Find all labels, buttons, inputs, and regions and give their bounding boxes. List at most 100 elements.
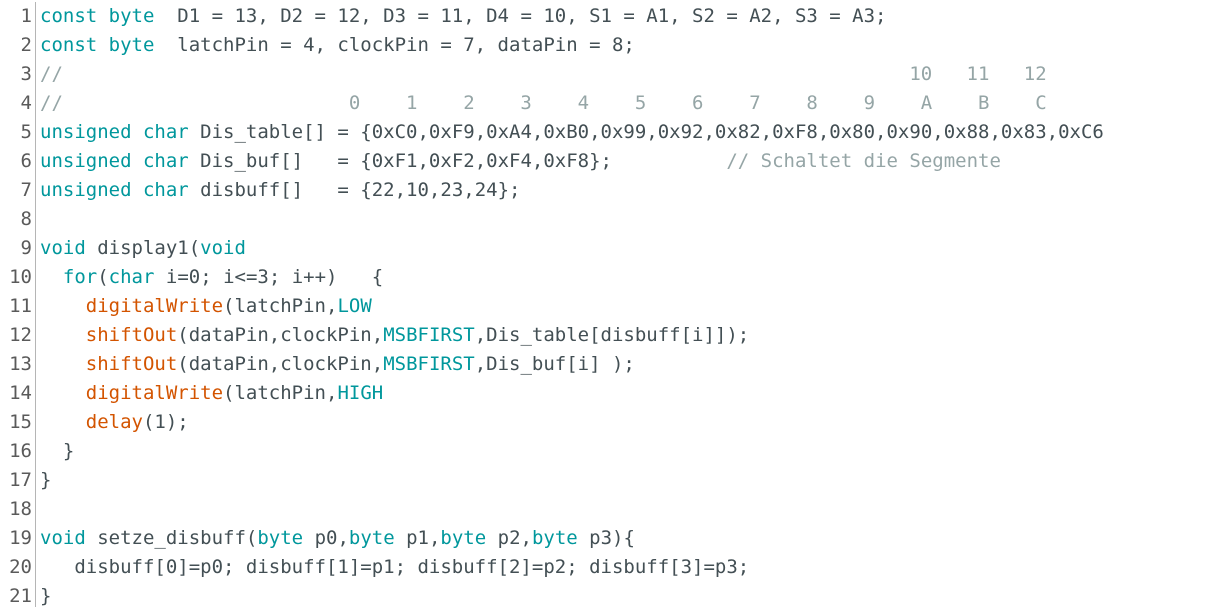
code-line[interactable]: 11 digitalWrite(latchPin,LOW: [0, 292, 1213, 321]
code-line[interactable]: 14 digitalWrite(latchPin,HIGH: [0, 379, 1213, 408]
code-line[interactable]: 8: [0, 205, 1213, 234]
code-token: for: [62, 266, 98, 288]
line-number: 1: [20, 5, 32, 27]
code-text[interactable]: [40, 495, 1213, 524]
code-text[interactable]: disbuff[0]=p0; disbuff[1]=p1; disbuff[2]…: [40, 553, 1213, 582]
code-text[interactable]: for(char i=0; i<=3; i++) {: [40, 263, 1213, 292]
code-text[interactable]: unsigned char disbuff[] = {22,10,23,24};: [40, 176, 1213, 205]
code-token: Dis_buf[] = {0xF1,0xF2,0xF4,0xF8};: [188, 150, 727, 172]
code-line[interactable]: 15 delay(1);: [0, 408, 1213, 437]
code-token: unsigned char: [40, 150, 189, 172]
code-text[interactable]: shiftOut(dataPin,clockPin,MSBFIRST,Dis_t…: [40, 321, 1213, 350]
code-line[interactable]: 4 // 0 1 2 3 4 5 6 7 8 9 A B C: [0, 89, 1213, 118]
code-text[interactable]: unsigned char Dis_table[] = {0xC0,0xF9,0…: [40, 118, 1213, 147]
code-token: byte: [440, 527, 487, 549]
code-token: void: [40, 237, 86, 259]
code-token: LOW: [337, 295, 372, 317]
gutter-divider: [35, 466, 36, 495]
code-line[interactable]: 9 void display1(void: [0, 234, 1213, 263]
code-text[interactable]: unsigned char Dis_buf[] = {0xF1,0xF2,0xF…: [40, 147, 1213, 176]
line-number: 20: [9, 556, 32, 578]
code-text[interactable]: }: [40, 582, 1213, 607]
line-number: 6: [20, 150, 32, 172]
code-line[interactable]: 3// 10 11 12: [0, 60, 1213, 89]
line-number: 2: [20, 34, 32, 56]
code-token: shiftOut: [85, 324, 178, 346]
code-text[interactable]: void display1(void: [40, 234, 1213, 263]
code-token: Dis_table[] = {0xC0,0xF9,0xA4,0xB0,0x99,…: [188, 121, 1104, 143]
code-token: MSBFIRST: [383, 353, 475, 375]
code-token: [40, 382, 86, 404]
code-line[interactable]: 16 }: [0, 437, 1213, 466]
code-token: disbuff[0]=p0; disbuff[1]=p1; disbuff[2]…: [40, 556, 750, 578]
code-text[interactable]: }: [40, 466, 1213, 495]
code-token: [40, 295, 86, 317]
code-line[interactable]: 21}: [0, 582, 1213, 607]
code-token: MSBFIRST: [383, 324, 475, 346]
code-token: byte: [531, 527, 578, 549]
code-line[interactable]: 2 const byte latchPin = 4, clockPin = 7, …: [0, 31, 1213, 60]
code-token: i=0; i<=3; i++) {: [154, 266, 384, 288]
code-token: }: [40, 585, 52, 607]
line-number: 17: [9, 469, 32, 491]
code-token: HIGH: [337, 382, 384, 404]
gutter-divider: [35, 2, 36, 31]
code-line[interactable]: 6 unsigned char Dis_buf[] = {0xF1,0xF2,0x…: [0, 147, 1213, 176]
code-text[interactable]: // 10 11 12: [40, 60, 1213, 89]
code-token: void: [40, 527, 86, 549]
gutter-divider: [35, 350, 36, 379]
line-number: 15: [9, 411, 32, 433]
line-number: 4: [20, 92, 32, 114]
code-token: void: [200, 237, 246, 259]
gutter-divider: [35, 408, 36, 437]
code-token: byte: [348, 527, 395, 549]
code-line[interactable]: 13 shiftOut(dataPin,clockPin,MSBFIRST,Di…: [0, 350, 1213, 379]
code-token: digitalWrite: [85, 382, 224, 404]
code-token: char: [108, 266, 155, 288]
code-line[interactable]: 17}: [0, 466, 1213, 495]
gutter-divider: [35, 263, 36, 292]
line-number: 9: [20, 237, 32, 259]
code-text[interactable]: void setze_disbuff(byte p0,byte p1,byte …: [40, 524, 1213, 553]
code-text[interactable]: delay(1);: [40, 408, 1213, 437]
code-token: const byte: [40, 34, 155, 56]
code-token: ,Dis_table[disbuff[i]]);: [474, 324, 750, 346]
line-number: 12: [9, 324, 32, 346]
code-line[interactable]: 19 void setze_disbuff(byte p0,byte p1,byt…: [0, 524, 1213, 553]
code-token: delay: [85, 411, 143, 433]
line-number: 18: [9, 498, 32, 520]
code-text[interactable]: // 0 1 2 3 4 5 6 7 8 9 A B C: [40, 89, 1213, 118]
code-token: ,Dis_buf[i] );: [474, 353, 635, 375]
line-number: 14: [9, 382, 32, 404]
code-token: disbuff[] = {22,10,23,24};: [188, 179, 521, 201]
code-line[interactable]: 12 shiftOut(dataPin,clockPin,MSBFIRST,Di…: [0, 321, 1213, 350]
gutter-divider: [35, 89, 36, 118]
code-token: p0,: [303, 527, 349, 549]
line-number: 8: [20, 208, 32, 230]
code-token: const byte: [40, 5, 155, 27]
code-text[interactable]: digitalWrite(latchPin,LOW: [40, 292, 1213, 321]
code-token: (latchPin,: [223, 382, 338, 404]
code-token: [40, 353, 86, 375]
gutter-divider: [35, 147, 36, 176]
code-line[interactable]: 1 const byte D1 = 13, D2 = 12, D3 = 11, D…: [0, 2, 1213, 31]
gutter-divider: [35, 176, 36, 205]
line-number: 19: [9, 527, 32, 549]
code-token: D1 = 13, D2 = 12, D3 = 11, D4 = 10, S1 =…: [154, 5, 887, 27]
code-text[interactable]: const byte D1 = 13, D2 = 12, D3 = 11, D4…: [40, 2, 1213, 31]
gutter-divider: [35, 379, 36, 408]
code-line[interactable]: 10 for(char i=0; i<=3; i++) {: [0, 263, 1213, 292]
code-text[interactable]: digitalWrite(latchPin,HIGH: [40, 379, 1213, 408]
code-token: unsigned char: [40, 179, 189, 201]
code-text[interactable]: [40, 205, 1213, 234]
gutter-divider: [35, 292, 36, 321]
code-text[interactable]: const byte latchPin = 4, clockPin = 7, d…: [40, 31, 1213, 60]
code-text[interactable]: }: [40, 437, 1213, 466]
code-line[interactable]: 18: [0, 495, 1213, 524]
code-line[interactable]: 20 disbuff[0]=p0; disbuff[1]=p1; disbuff…: [0, 553, 1213, 582]
gutter-divider: [35, 437, 36, 466]
code-text[interactable]: shiftOut(dataPin,clockPin,MSBFIRST,Dis_b…: [40, 350, 1213, 379]
